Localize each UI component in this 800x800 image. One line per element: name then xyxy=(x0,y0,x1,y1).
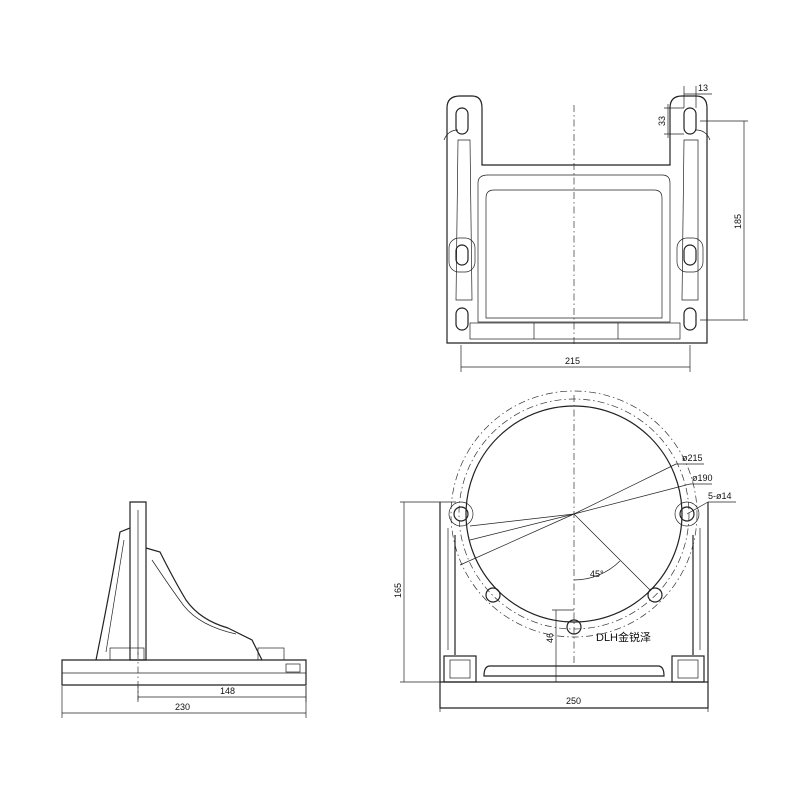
side-view: 148 230 xyxy=(61,501,307,718)
front-view-dim-center-offset: 46 xyxy=(545,609,574,682)
top-view-slot-mid-right xyxy=(683,244,697,266)
front-view-dim-outer-circle: ø215 xyxy=(682,453,703,463)
top-view-left-rail xyxy=(455,139,473,301)
svg-text:230: 230 xyxy=(175,702,190,712)
svg-text:215: 215 xyxy=(565,356,580,366)
front-view-hole-right xyxy=(679,506,695,522)
svg-text:13: 13 xyxy=(698,83,708,93)
side-view-gusset xyxy=(95,527,263,661)
top-view-dim-height: 185 xyxy=(700,120,748,321)
svg-text:45°: 45° xyxy=(590,569,604,579)
front-view-foot-left xyxy=(443,655,477,683)
front-view-hole-lower-right xyxy=(647,587,663,603)
top-view-inner-frame xyxy=(477,174,671,323)
front-view-hole-lower-left xyxy=(485,587,501,603)
top-view-right-rail xyxy=(681,139,699,301)
side-view-dim-partial: 148 xyxy=(137,686,307,702)
front-view: DLH金锐泽 ø215 ø190 5-ø14 45° 46 xyxy=(393,390,736,712)
top-view-bottom-flange xyxy=(469,322,681,340)
top-view-slot-top-right xyxy=(683,107,697,135)
front-view-dim-bolt-circle: ø190 xyxy=(692,473,713,483)
top-view-inner-window xyxy=(485,189,663,319)
top-view-slot-mid-left xyxy=(455,244,469,266)
svg-text:33: 33 xyxy=(657,116,667,126)
svg-text:185: 185 xyxy=(733,214,743,229)
front-view-brand-mark: DLH金锐泽 xyxy=(596,630,651,644)
front-view-dim-holes: 5-ø14 xyxy=(708,491,732,501)
top-view-slot-top-left xyxy=(455,107,469,135)
front-view-hole-left xyxy=(453,506,469,522)
svg-text:148: 148 xyxy=(220,686,235,696)
front-view-angle: 45° xyxy=(573,513,651,591)
top-view: 215 185 13 33 xyxy=(443,83,748,372)
side-view-dim-overall: 230 xyxy=(61,686,307,718)
top-view-left-fillet xyxy=(443,129,459,141)
side-view-base xyxy=(61,659,307,686)
front-view-dim-height: 165 xyxy=(393,501,456,683)
svg-text:165: 165 xyxy=(393,583,403,598)
top-view-dim-slot-length: 33 xyxy=(657,104,684,138)
top-view-dim-width: 215 xyxy=(460,345,691,372)
svg-text:250: 250 xyxy=(566,696,581,706)
svg-text:46: 46 xyxy=(545,633,555,643)
top-view-slot-bottom-right xyxy=(683,307,697,331)
front-view-hole-bottom xyxy=(566,619,582,635)
front-view-dim-width: 250 xyxy=(439,696,709,712)
front-view-leaders xyxy=(459,463,736,566)
front-view-outer-circle xyxy=(450,390,698,638)
top-view-dim-slot-width: 13 xyxy=(683,83,712,108)
front-view-foot-right xyxy=(671,655,705,683)
front-view-base xyxy=(440,665,708,683)
top-view-right-fillet xyxy=(695,129,711,141)
front-view-bolt-circle xyxy=(465,405,683,623)
top-view-slot-bottom-left xyxy=(455,307,469,331)
